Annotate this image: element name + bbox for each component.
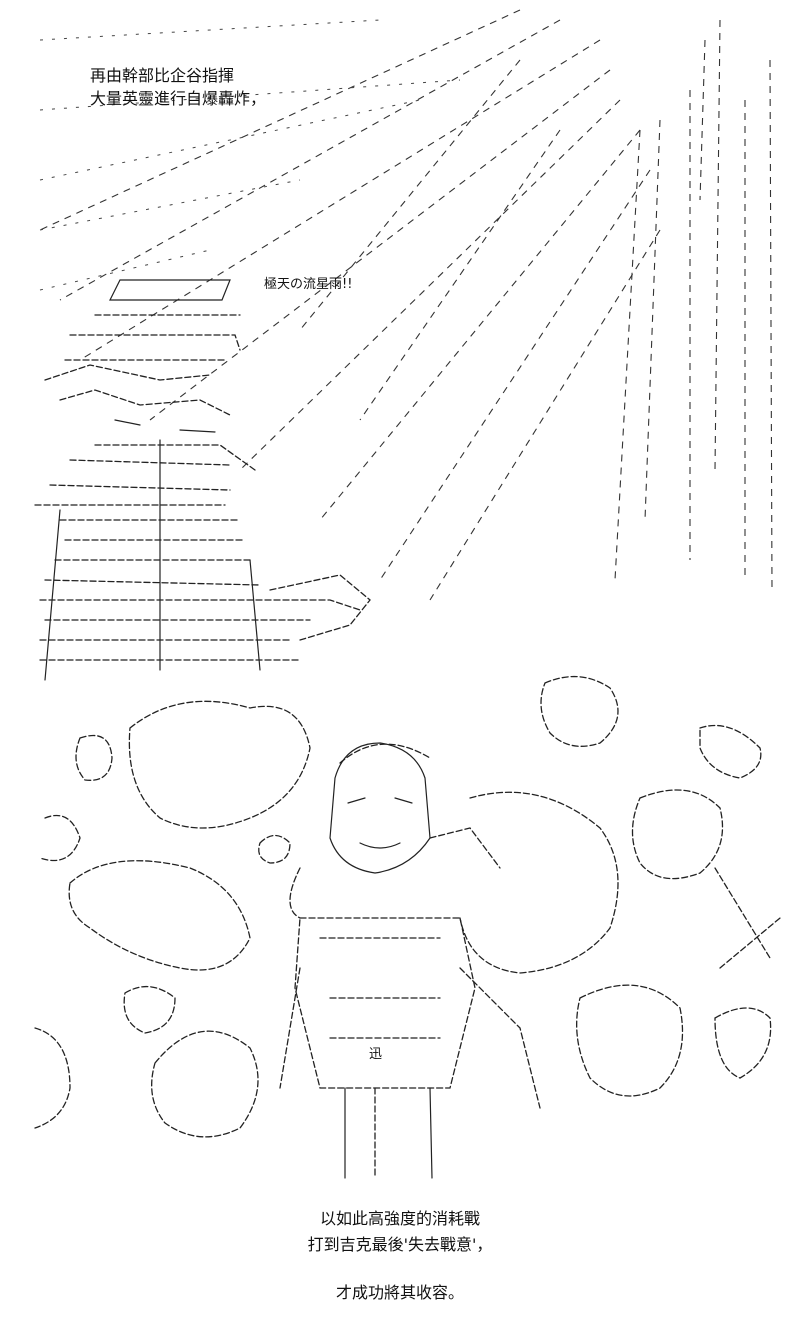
shout-text: 極天の流星雨!! bbox=[264, 277, 353, 292]
narration-line-1: 再由幹部比企谷指揮 bbox=[90, 66, 235, 85]
vertical-rain bbox=[614, 19, 773, 591]
meteor-rain-art bbox=[34, 9, 773, 681]
caption-line-3: 才成功將其收容。 bbox=[335, 1283, 464, 1302]
caption-line-2: 打到吉克最後'失去戰意'， bbox=[307, 1235, 493, 1254]
meteor-streaks bbox=[39, 9, 661, 601]
figure-label: 迅 bbox=[369, 1047, 383, 1062]
bottom-panel: 迅 bbox=[0, 668, 800, 1188]
top-panel: 再由幹部比企谷指揮 大量英靈進行自爆轟炸， 極天の流星雨!! bbox=[34, 9, 773, 681]
caption-line-1: 以如此高強度的消耗戰 bbox=[319, 1209, 480, 1228]
explosion-scene-art bbox=[34, 675, 781, 1179]
central-figure bbox=[258, 742, 541, 1179]
cloaked-figure bbox=[34, 279, 371, 681]
narration-line-2: 大量英靈進行自爆轟炸， bbox=[90, 89, 267, 108]
explosion-clouds bbox=[34, 675, 781, 1138]
